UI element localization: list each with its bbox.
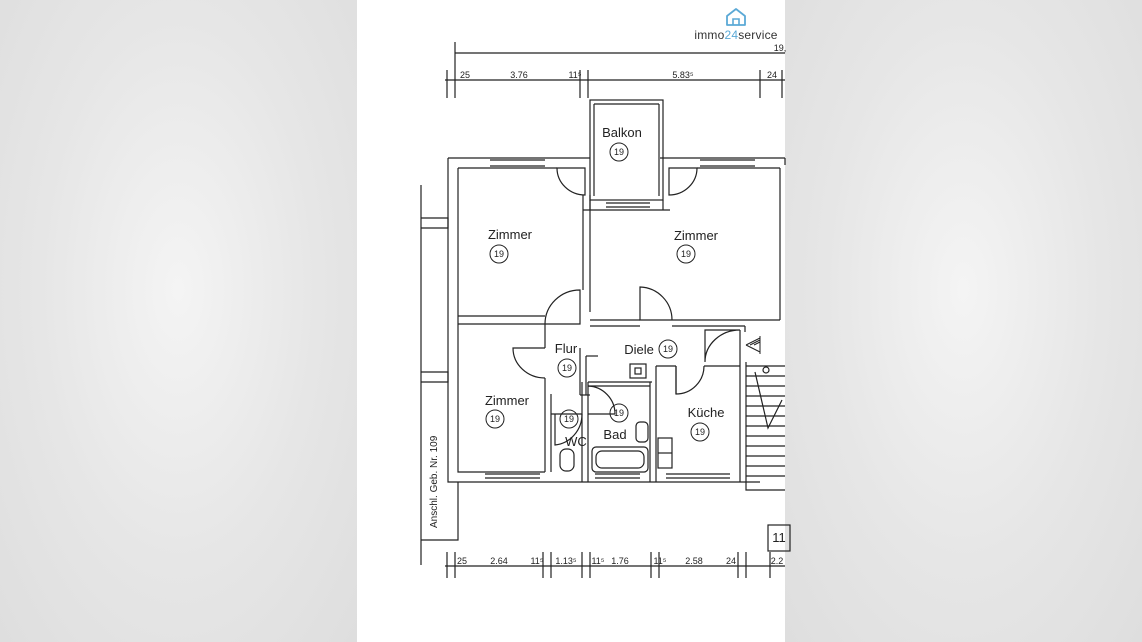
room-number-circle bbox=[609, 142, 629, 162]
room-label-kueche: Küche bbox=[688, 405, 725, 420]
brand-logo[interactable]: immo24service bbox=[688, 7, 784, 43]
room-label-bad: Bad bbox=[603, 427, 626, 442]
dimension-bottom: 2.58 bbox=[685, 556, 703, 566]
dimension-bottom: 11⁵ bbox=[653, 556, 666, 566]
room-label-flur: Flur bbox=[555, 341, 578, 356]
room-number-circle bbox=[557, 358, 577, 378]
washbasin-icon bbox=[635, 421, 649, 443]
room-label-zimmer-1: Zimmer bbox=[488, 227, 533, 242]
room-number-circle bbox=[485, 409, 505, 429]
attached-building-label: Anschl. Geb. Nr. 109 bbox=[429, 435, 440, 528]
dimension-top: 25 bbox=[460, 70, 470, 80]
sheet-corner-box bbox=[767, 524, 791, 552]
room-number-circle bbox=[609, 403, 629, 423]
blurred-background-right bbox=[785, 0, 1142, 642]
dimension-bottom: 11⁵ bbox=[530, 556, 543, 566]
balcony-outline bbox=[589, 99, 664, 201]
room-label-zimmer-3: Zimmer bbox=[485, 393, 530, 408]
room-number-circle bbox=[489, 244, 509, 264]
dimension-bottom: 25 bbox=[457, 556, 467, 566]
dimension-bottom: 2.64 bbox=[490, 556, 508, 566]
house-icon bbox=[726, 8, 746, 26]
room-number: 19 bbox=[490, 414, 500, 424]
toilet-icon bbox=[559, 448, 575, 472]
room-number: 19 bbox=[494, 249, 504, 259]
dimension-top: 5.83⁵ bbox=[672, 70, 694, 80]
sheet-corner-label: 11 bbox=[772, 530, 786, 545]
blurred-background-left bbox=[0, 0, 357, 642]
shaft-icon bbox=[629, 363, 647, 379]
room-number: 19 bbox=[564, 414, 574, 424]
room-label-diele: Diele bbox=[624, 342, 654, 357]
bathtub-icon bbox=[591, 446, 649, 473]
dimension-bottom: 11⁵ bbox=[591, 556, 604, 566]
room-number-circle bbox=[676, 244, 696, 264]
room-number: 19 bbox=[681, 249, 691, 259]
dimension-top: 24 bbox=[767, 70, 777, 80]
room-number: 19 bbox=[663, 344, 673, 354]
dimension-top: 3.76 bbox=[510, 70, 528, 80]
room-number: 19 bbox=[614, 147, 624, 157]
dimension-total: 19, bbox=[774, 43, 787, 53]
room-number-circle bbox=[559, 409, 579, 429]
dimension-bottom: 24 bbox=[726, 556, 736, 566]
entrance-arrow-icon bbox=[745, 336, 761, 354]
brand-name: immo24service bbox=[694, 28, 778, 42]
dimension-bottom: 1.13⁵ bbox=[555, 556, 577, 566]
room-number-circle bbox=[658, 339, 678, 359]
dimension-bottom: 1.76 bbox=[611, 556, 629, 566]
dimension-top: 11⁵ bbox=[568, 70, 581, 80]
room-number: 19 bbox=[695, 427, 705, 437]
room-label-wc: WC bbox=[565, 434, 587, 449]
floor-plan-sheet bbox=[357, 0, 785, 642]
room-number-circle bbox=[690, 422, 710, 442]
room-label-balkon: Balkon bbox=[602, 125, 642, 140]
room-number: 19 bbox=[562, 363, 572, 373]
room-label-zimmer-2: Zimmer bbox=[674, 228, 719, 243]
room-number: 19 bbox=[614, 408, 624, 418]
dimension-bottom: 2.2 bbox=[771, 556, 784, 566]
